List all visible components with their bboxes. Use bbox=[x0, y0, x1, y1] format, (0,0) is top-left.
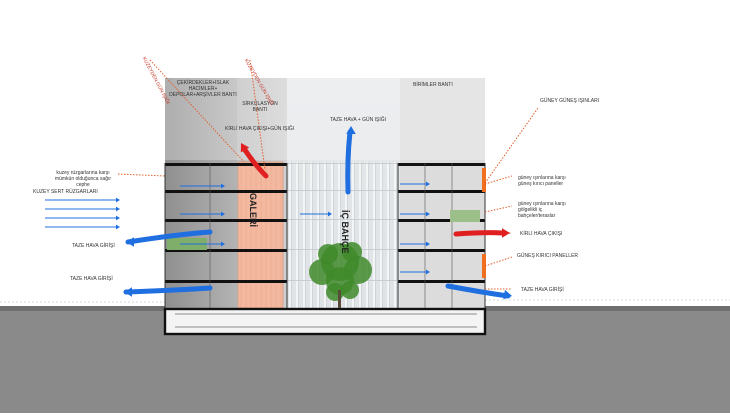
label-sun-breaker-panels: GÜNEŞ KIRICI PANELLER bbox=[517, 253, 579, 259]
tree-foliage bbox=[342, 242, 362, 262]
slab-glass-edge bbox=[287, 190, 398, 191]
wind-arrow-head bbox=[221, 211, 225, 217]
label-band-circulation: SİRKÜLASYON BANTI bbox=[242, 101, 278, 113]
label-fresh-in-1: TAZE HAVA GİRİŞİ bbox=[72, 243, 115, 249]
label-north-wind-note: kuzey rüzgarlarına karşı mümkün olduğunc… bbox=[54, 170, 112, 188]
fresh-air-arrow bbox=[125, 229, 213, 245]
leader-line bbox=[249, 59, 266, 171]
dirty-air-arrow-out bbox=[453, 230, 506, 237]
sun-panel-upper bbox=[482, 168, 486, 192]
fresh-air-arrow bbox=[445, 283, 511, 299]
wind-arrow-head bbox=[116, 224, 120, 230]
courtyard-tree bbox=[309, 242, 372, 308]
tree-foliage bbox=[341, 281, 359, 299]
label-south-shaded-gardens: güney ışınlarına karşı gölgelikli iç bah… bbox=[518, 201, 566, 219]
wind-arrow-head bbox=[426, 181, 430, 187]
wind-arrow-head bbox=[116, 197, 120, 203]
label-south-sun: GÜNEY GÜNEŞ IŞINLARI bbox=[540, 98, 600, 104]
dirty-air-arrow-up bbox=[242, 147, 269, 179]
tree-foliage bbox=[318, 244, 338, 264]
leader-line bbox=[149, 59, 245, 163]
label-fresh-sun: TAZE HAVA + GÜN IŞIĞI bbox=[330, 117, 386, 123]
label-band-units: BİRİMLER BANTI bbox=[413, 82, 453, 88]
wind-arrow-head bbox=[426, 211, 430, 217]
airflow-arrows bbox=[45, 126, 512, 300]
label-dirty-sun: KİRLİ HAVA ÇIKIŞI+GÜN IŞIĞI bbox=[225, 126, 295, 132]
wind-arrow-head bbox=[328, 211, 332, 217]
wind-arrow-head bbox=[426, 241, 430, 247]
slab-right bbox=[398, 219, 485, 222]
fresh-air-arrow-head bbox=[503, 289, 512, 300]
slab-left bbox=[165, 190, 287, 193]
wind-arrow-head bbox=[221, 241, 225, 247]
fresh-air-arrow-head bbox=[124, 287, 132, 297]
basement-slab bbox=[163, 307, 487, 336]
label-north-harsh-wind: KUZEY SERT RÜZGARLARI bbox=[33, 189, 98, 195]
upper-sky-fade bbox=[165, 78, 485, 160]
leader-line bbox=[484, 107, 539, 184]
dirty-air-arrow-up-head bbox=[240, 143, 250, 153]
wind-arrow-head bbox=[116, 215, 120, 221]
updraft-arrow bbox=[345, 129, 353, 195]
slab-glass-edge bbox=[287, 219, 398, 220]
label-fresh-in-3: TAZE HAVA GİRİŞİ bbox=[521, 287, 564, 293]
fresh-air-arrow bbox=[123, 285, 213, 295]
slab-left bbox=[165, 163, 287, 166]
wind-arrow-head bbox=[116, 206, 120, 212]
label-south-sun-panels: güney ışınlarına karşı güneş kırıcı pane… bbox=[518, 175, 566, 187]
slab-glass-edge bbox=[287, 163, 398, 164]
label-dirty-out: KİRLİ HAVA ÇIKIŞI bbox=[520, 231, 563, 237]
wind-arrow-head bbox=[221, 183, 225, 189]
sun-panel-lower bbox=[482, 254, 486, 278]
label-gallery: GALERİ bbox=[248, 193, 258, 228]
label-band-storage: ÇEKİRDEKLER+ISLAK HACİMLER+ DEPOLAR+ARŞİ… bbox=[169, 80, 237, 98]
slab-right bbox=[398, 249, 485, 252]
dirty-air-arrow-out-head bbox=[502, 228, 510, 238]
leader-line bbox=[117, 173, 166, 177]
label-fresh-in-2: TAZE HAVA GİRİŞİ bbox=[70, 276, 113, 282]
label-courtyard: İÇ BAHÇE bbox=[340, 210, 350, 254]
slab-right bbox=[398, 163, 485, 166]
leader-line bbox=[484, 205, 513, 213]
tree-trunk bbox=[338, 290, 341, 308]
slab-right bbox=[398, 280, 485, 283]
slab-right bbox=[398, 190, 485, 193]
wind-arrow-head bbox=[426, 269, 430, 275]
slab-left bbox=[165, 249, 287, 252]
slab-left bbox=[165, 219, 287, 222]
fresh-air-arrow-head bbox=[126, 237, 134, 247]
slab-left bbox=[165, 280, 287, 283]
updraft-arrow-head bbox=[346, 126, 356, 134]
leader-line bbox=[484, 256, 513, 267]
terrace-planting-right bbox=[450, 210, 480, 222]
gallery-shaft bbox=[237, 161, 284, 309]
